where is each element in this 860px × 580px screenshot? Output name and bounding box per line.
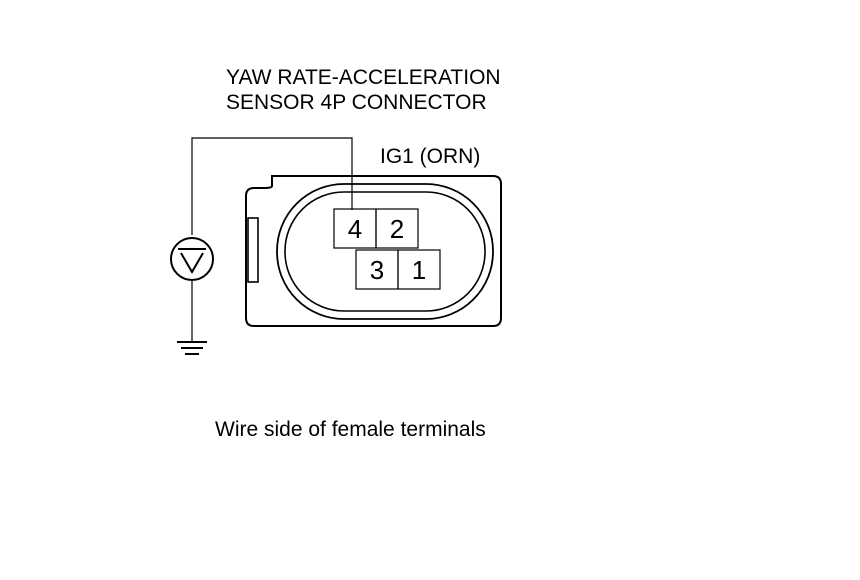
terminal-grid: 4 2 3 1 <box>333 208 441 290</box>
wire-label-ig1: IG1 (ORN) <box>380 145 480 168</box>
title-line-1: YAW RATE-ACCELERATION <box>226 66 501 89</box>
probe-wire <box>191 137 353 235</box>
pin-1-cell <box>397 249 441 290</box>
title-line-2: SENSOR 4P CONNECTOR <box>226 91 487 114</box>
voltmeter-icon <box>170 237 214 281</box>
pin-4-label: 4 <box>348 214 362 244</box>
pin-1-label: 1 <box>412 255 426 285</box>
ground-icon <box>177 341 207 355</box>
caption: Wire side of female terminals <box>215 418 486 441</box>
connector-housing <box>245 175 502 327</box>
pin-2-label: 2 <box>390 214 404 244</box>
pin-2-cell <box>375 208 419 249</box>
pin-3-label: 3 <box>370 255 384 285</box>
